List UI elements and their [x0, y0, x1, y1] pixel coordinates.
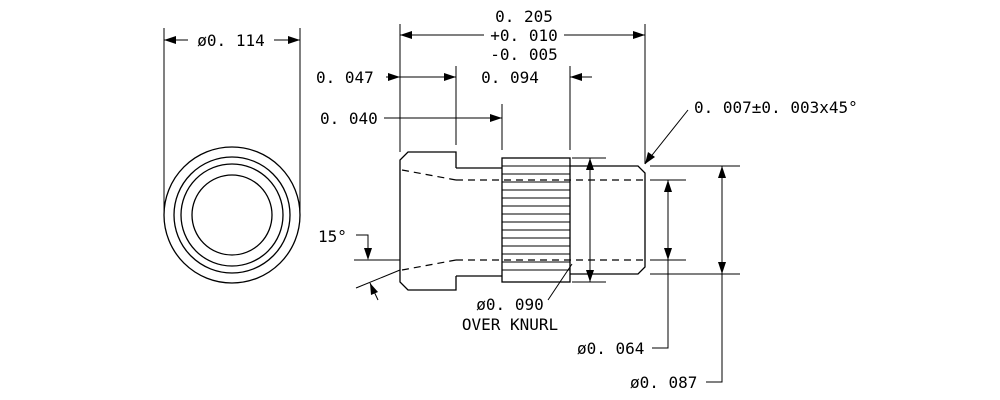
angle-dimension: 15°	[318, 227, 401, 301]
end-view-inner-circle	[180, 163, 284, 267]
knurl-diameter-dimension: ø0. 090 OVER KNURL	[462, 157, 606, 334]
shank-diameter-dimension: ø0. 087	[630, 165, 740, 392]
side-view	[399, 151, 646, 291]
countersink-hidden-top	[401, 169, 457, 181]
overall-length-dimension: 0. 205 +0. 010 -0. 005	[400, 7, 645, 64]
overall-length-tol-minus: -0. 005	[490, 45, 557, 64]
bore-diameter-label: ø0. 064	[577, 339, 644, 358]
knurl-outline	[501, 157, 571, 283]
angle-label: 15°	[318, 227, 347, 246]
knurl-diameter-label: ø0. 090	[476, 295, 543, 314]
end-view-middle-circle	[173, 156, 291, 274]
chamfer-callout: 0. 007±0. 003x45°	[644, 98, 858, 165]
end-view-bore-circle	[191, 174, 273, 256]
end-view-outer-circle	[163, 146, 301, 284]
end-view-diameter-label: ø0. 114	[197, 31, 264, 50]
head-length-dimension: 0. 047	[316, 68, 456, 87]
end-view-diameter-dimension: ø0. 114	[163, 28, 301, 213]
shank-outline	[570, 165, 646, 275]
head-length-label: 0. 047	[316, 68, 374, 87]
overall-length-tol-plus: +0. 010	[490, 26, 557, 45]
knurl-length-label: 0. 094	[481, 68, 539, 87]
head-outline	[399, 151, 457, 291]
knurl-lines	[502, 165, 570, 271]
knurl-note-label: OVER KNURL	[462, 315, 558, 334]
bore-diameter-dimension: ø0. 064	[577, 179, 686, 358]
head-to-knurl-dimension: 0. 040	[320, 109, 502, 128]
head-to-knurl-label: 0. 040	[320, 109, 378, 128]
shank-diameter-label: ø0. 087	[630, 373, 697, 392]
knurl-length-dimension: 0. 094	[481, 68, 592, 87]
end-view	[163, 146, 301, 284]
overall-length-label: 0. 205	[495, 7, 553, 26]
chamfer-label: 0. 007±0. 003x45°	[694, 98, 858, 117]
countersink-hidden-bottom	[401, 259, 457, 271]
